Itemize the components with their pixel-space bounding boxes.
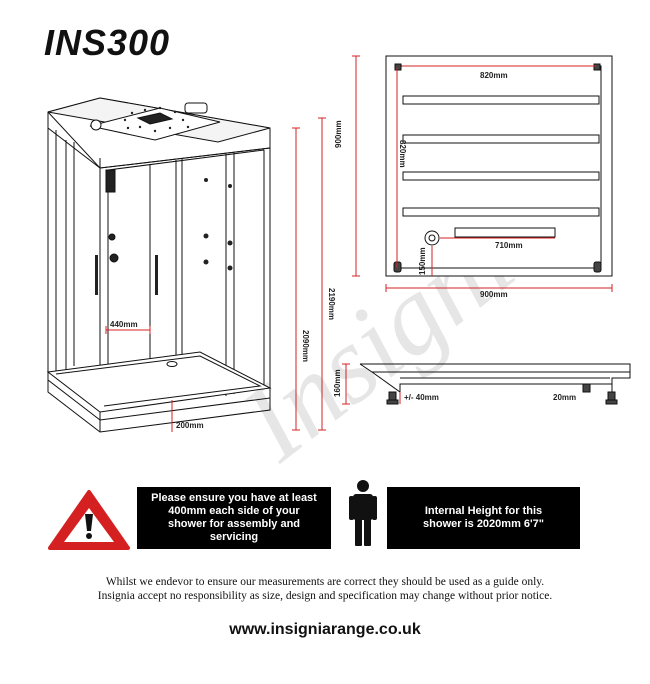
internal-height-notice: Internal Height for this shower is 2020m… [387, 487, 580, 549]
plan-drain-offset-label: 150mm [418, 247, 427, 275]
cabin-height-label: 2090mm [301, 330, 310, 362]
warning-icon [48, 490, 130, 550]
person-icon [349, 480, 377, 546]
total-height-label: 2190mm [327, 288, 336, 320]
plan-outer-depth-label: 900mm [334, 120, 343, 148]
tray-side-view-drawing [359, 363, 631, 405]
tray-side-height-label: 160mm [333, 369, 342, 397]
assembly-notice: Please ensure you have at least 400mm ea… [137, 487, 331, 549]
plan-outer-width-label: 900mm [480, 290, 508, 299]
plan-top-width-label: 820mm [480, 71, 508, 80]
foot-size-label: 20mm [553, 393, 576, 402]
plan-view-drawing [385, 55, 613, 277]
door-width-label: 440mm [110, 320, 138, 329]
product-title: INS300 [44, 22, 171, 63]
shower-cabin-drawing [46, 97, 272, 433]
website-link[interactable]: www.insigniarange.co.uk [229, 621, 421, 638]
plan-dimension-lines [352, 55, 613, 292]
internal-height-notice-text: Internal Height for this shower is 2020m… [423, 505, 544, 530]
tray-dimension-lines [342, 363, 401, 405]
plan-top-depth-label: 820mm [398, 140, 407, 168]
plan-panel-label: 710mm [495, 241, 523, 250]
disclaimer-line-1: Whilst we endevor to ensure our measurem… [105, 576, 545, 588]
tray-front-height-label: 200mm [176, 421, 204, 430]
disclaimer: Whilst we endevor to ensure our measurem… [40, 575, 610, 603]
foot-adjust-label: +/- 40mm [404, 393, 439, 402]
disclaimer-line-2: Insignia accept no responsibility as siz… [97, 590, 553, 602]
assembly-notice-text: Please ensure you have at least 400mm ea… [151, 492, 317, 543]
cabin-dimension-lines [105, 117, 326, 432]
